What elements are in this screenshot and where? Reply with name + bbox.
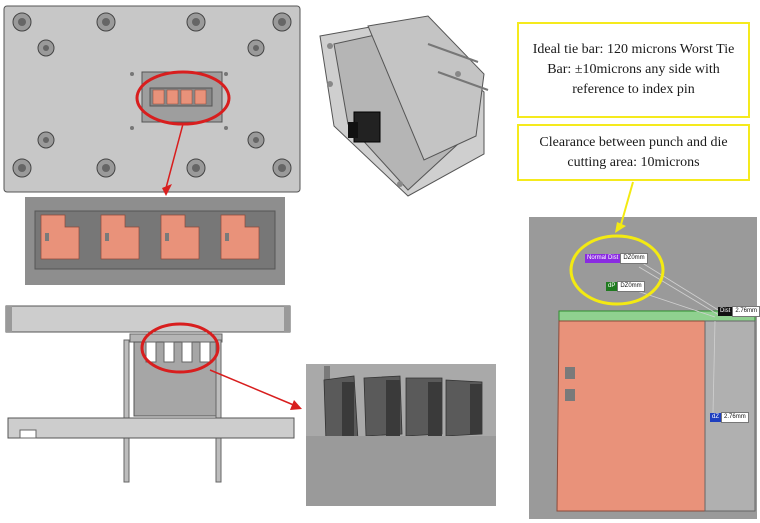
strip-zoom-view	[25, 197, 285, 285]
normal-dist-value: DZ0mm	[620, 253, 648, 264]
die-plate-top-view	[3, 5, 301, 193]
normal-dist-label: Normal Dist	[585, 254, 621, 263]
dp-label: dP	[606, 282, 618, 291]
dp-value: DZ0mm	[617, 281, 645, 292]
punch-teeth-zoom-view	[306, 364, 496, 506]
dz-label: dZ	[710, 413, 722, 422]
dz-value: 2.76mm	[721, 412, 749, 423]
dist-value: 2.76mm	[732, 306, 760, 317]
side-section-view	[5, 305, 295, 483]
tie-bar-note: Ideal tie bar: 120 microns Worst Tie Bar…	[517, 22, 750, 118]
die-set-isometric-view	[319, 15, 489, 197]
dist-label: Dist	[718, 307, 733, 316]
clearance-note: Clearance between punch and die cutting …	[517, 124, 750, 181]
red-ellipse-highlight	[135, 70, 231, 196]
